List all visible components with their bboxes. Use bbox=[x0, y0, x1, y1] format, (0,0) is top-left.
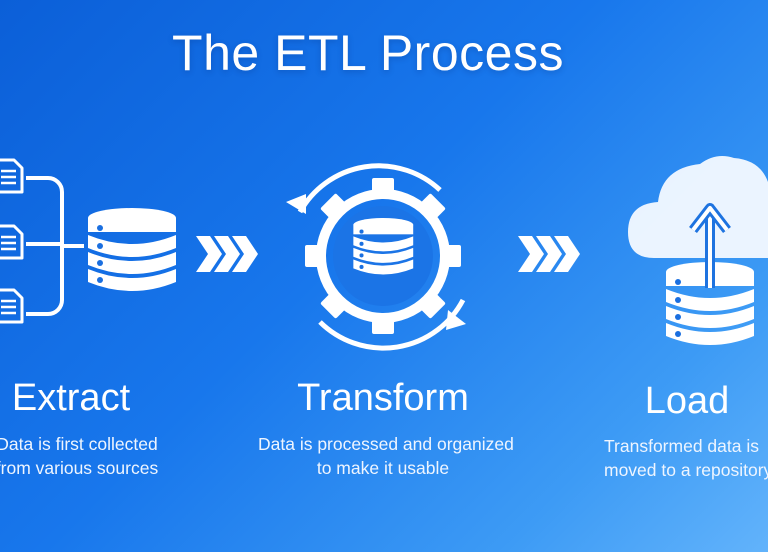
diagram-title: The ETL Process bbox=[172, 25, 564, 81]
step-description-line: from various sources bbox=[0, 458, 159, 478]
step-description-line: moved to a repository bbox=[604, 460, 768, 480]
step-description-transform: Data is processed and organized to make … bbox=[258, 432, 514, 480]
documents-to-database-icon bbox=[0, 158, 176, 324]
cloud-upload-database-icon bbox=[628, 156, 768, 345]
step-heading-load: Load bbox=[644, 380, 730, 422]
step-description-line: Data is processed and organized bbox=[258, 434, 514, 454]
flow-arrow-2 bbox=[518, 236, 580, 272]
step-description-line: Data is first collected bbox=[0, 434, 158, 454]
step-heading-transform: Transform bbox=[297, 377, 469, 419]
step-description-extract: Data is first collected from various sou… bbox=[0, 432, 160, 480]
step-description-line: to make it usable bbox=[316, 458, 450, 478]
step-description-load: Transformed data is moved to a repositor… bbox=[604, 434, 768, 482]
flow-arrow-1 bbox=[196, 236, 258, 272]
gear-database-cycle-icon bbox=[286, 163, 466, 351]
step-heading-extract: Extract bbox=[11, 377, 131, 419]
step-description-line: Transformed data is bbox=[604, 436, 759, 456]
